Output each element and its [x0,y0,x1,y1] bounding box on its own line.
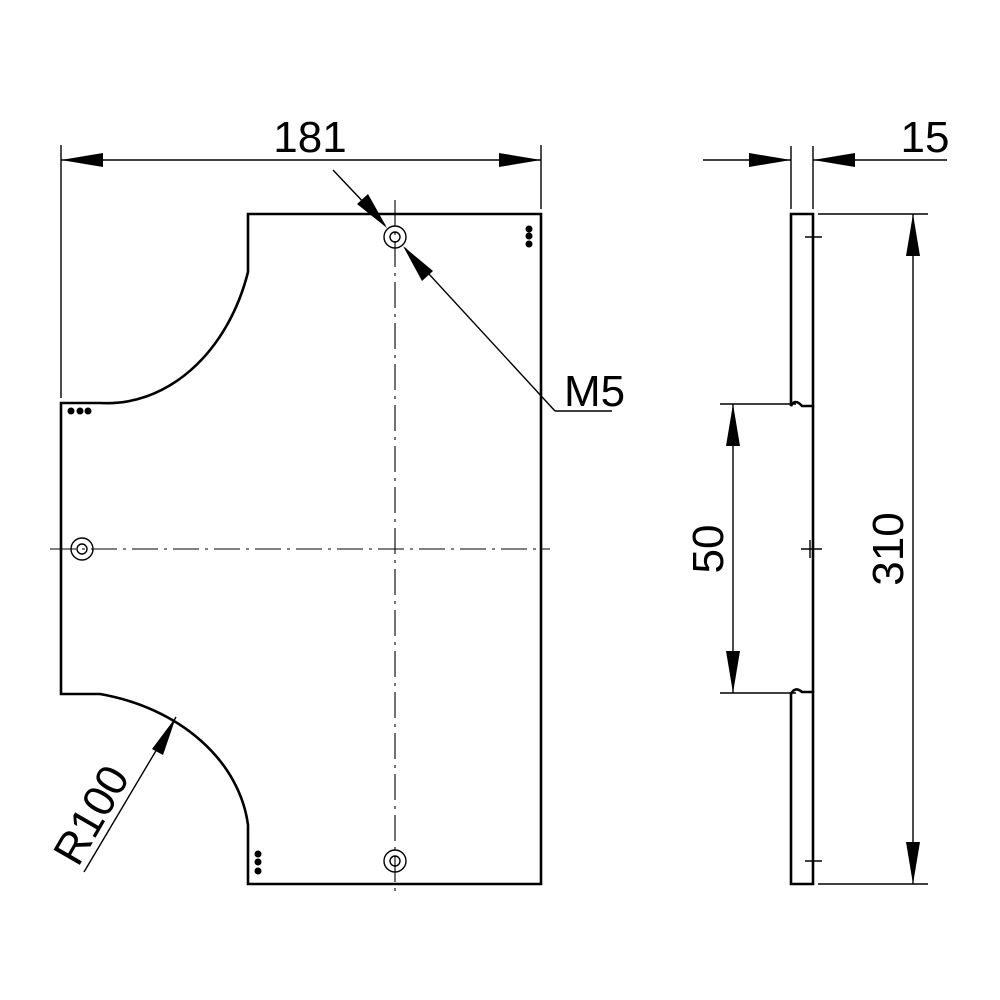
front-view [50,200,550,895]
dim-overall-height-label: 310 [864,512,913,585]
side-upper-section [789,212,815,408]
dim-opening-label: 50 [684,525,733,574]
dim-hole-thread: M5 [332,169,625,416]
dim-bend-radius-label: R100 [44,757,139,873]
dim-bend-radius: R100 [44,716,177,873]
dim-overall-width: 181 [60,113,542,398]
dim-thickness: 15 [703,113,949,209]
corner-mark-left [67,407,92,415]
dim-hole-thread-label: M5 [564,367,625,416]
hole-bottom [383,849,407,873]
corner-mark-top-right [525,225,533,248]
hole-top [383,225,407,249]
side-lower-section [789,688,815,886]
dim-overall-width-label: 181 [273,113,346,162]
plate-outline [59,212,543,886]
hole-left [70,537,94,561]
dim-overall-height: 310 [818,213,928,885]
dim-opening: 50 [684,403,796,694]
corner-mark-bottom-left [254,850,262,875]
dim-thickness-label: 15 [901,113,950,162]
side-view [789,212,822,886]
